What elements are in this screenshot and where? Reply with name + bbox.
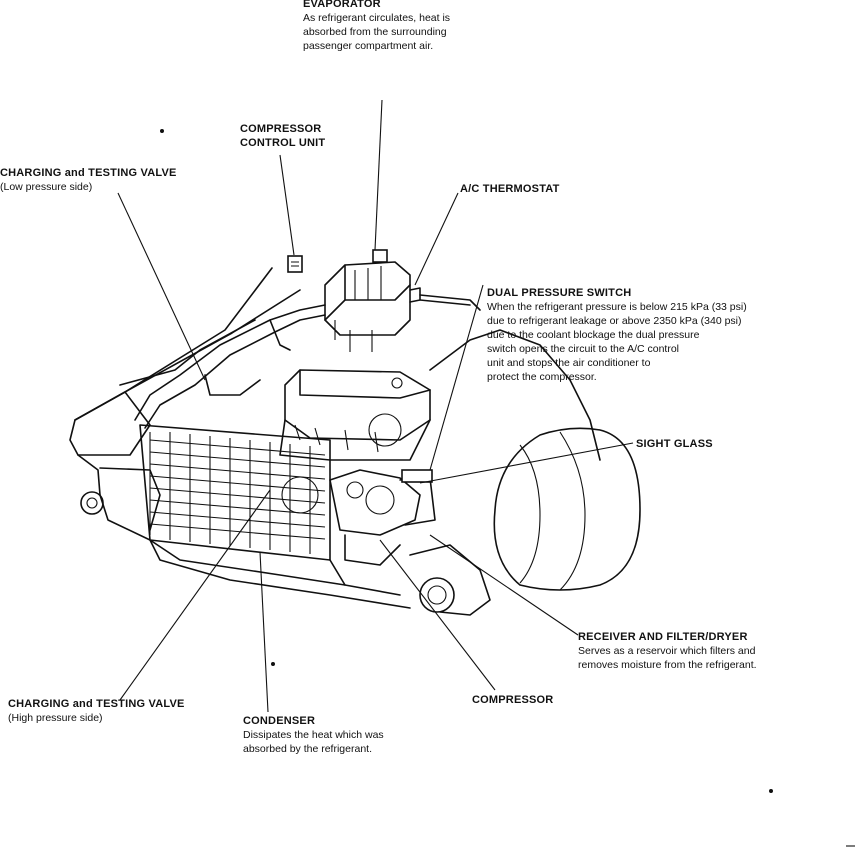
charging-valve-low-sub: (Low pressure side) [0,181,93,193]
compressor-control-unit-line: COMPRESSOR [240,123,322,135]
receiver-filter-dryer-title: RECEIVER AND FILTER/DRYER [578,631,748,643]
label-compressor: COMPRESSOR [472,693,553,707]
charging-valve-low-title: CHARGING and TESTING VALVE [0,167,177,179]
label-charging-valve-low: CHARGING and TESTING VALVE (Low pressure… [0,166,177,194]
dual-pressure-switch-desc-line: protect the compressor. [487,371,597,383]
charging-valve-high-title: CHARGING and TESTING VALVE [8,698,185,710]
dual-pressure-switch-desc-line: switch opens the circuit to the A/C cont… [487,343,680,355]
evaporator-desc-line: As refrigerant circulates, heat is [303,12,451,24]
label-condenser: CONDENSER Dissipates the heat which was … [243,714,384,756]
receiver-filter-dryer-desc-line: Serves as a reservoir which filters and [578,645,756,657]
evaporator-desc-line: absorbed from the surrounding [303,26,447,38]
refrigerant-lines [119,294,481,429]
dual-pressure-switch-desc-line: due to refrigerant leakage or above 2350… [487,315,742,327]
charging-valve-high-sub: (High pressure side) [8,712,103,724]
label-receiver-filter-dryer: RECEIVER AND FILTER/DRYER Serves as a re… [578,630,757,672]
label-compressor-control-unit: COMPRESSOR CONTROL UNIT [240,122,325,150]
condenser-title: CONDENSER [243,715,316,727]
engine [279,369,431,461]
label-charging-valve-high: CHARGING and TESTING VALVE (High pressur… [8,697,185,725]
evaporator-title: EVAPORATOR [303,0,381,10]
condenser [139,424,331,561]
stray-mark [769,789,773,793]
label-sight-glass: SIGHT GLASS [636,437,713,451]
receiver-filter-dryer-desc-line: removes moisture from the refrigerant. [578,659,757,671]
condenser-desc-line: Dissipates the heat which was [243,729,384,741]
dual-pressure-switch-desc-line: When the refrigerant pressure is below 2… [487,301,747,313]
label-dual-pressure-switch: DUAL PRESSURE SWITCH When the refrigeran… [487,286,747,384]
label-ac-thermostat: A/C THERMOSTAT [460,182,560,196]
evaporator-unit [287,249,421,352]
evaporator-desc-line: passenger compartment air. [303,40,434,52]
compressor-control-unit-line: CONTROL UNIT [240,137,326,149]
dual-pressure-switch-desc-line: due to the coolant blockage the dual pre… [487,329,700,341]
stray-mark [160,129,164,133]
ac-thermostat-title: A/C THERMOSTAT [460,183,560,195]
condenser-desc-line: absorbed by the refrigerant. [243,743,372,755]
compressor-title: COMPRESSOR [472,694,554,706]
dual-pressure-switch-title: DUAL PRESSURE SWITCH [487,287,632,299]
leader-lines [117,99,634,713]
sight-glass-title: SIGHT GLASS [636,438,713,450]
dual-pressure-switch-desc-line: unit and stops the air conditioner to [487,357,651,369]
stray-mark [271,662,275,666]
label-evaporator: EVAPORATOR As refrigerant circulates, he… [303,0,450,53]
compressor-assembly [329,469,436,566]
